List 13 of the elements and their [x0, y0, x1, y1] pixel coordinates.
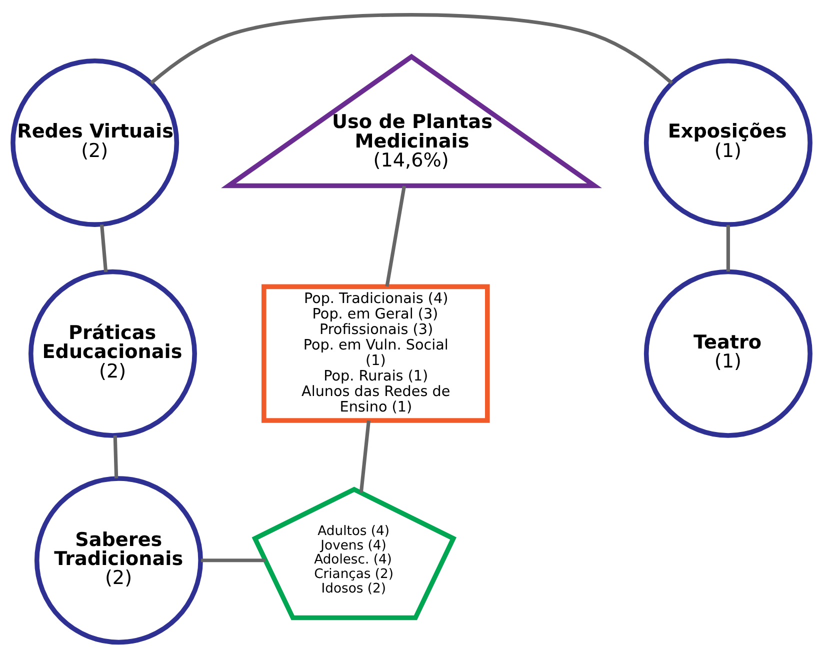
connector [100, 224, 108, 272]
connector [150, 13, 674, 85]
connector [201, 558, 266, 562]
connector [726, 225, 730, 272]
node-circle: Redes Virtuais (2) [10, 58, 180, 227]
node-box: Pop. Tradicionais (4) Pop. em Geral (3) Profissionais (3) Pop. em Vuln. Social (1) Pop. Rurais (1) Alunos das Redes de Ensino (1) [262, 284, 490, 423]
node-circle: Saberes Tradicionais (2) [34, 476, 203, 645]
node-circle: Exposições (1) [644, 58, 812, 227]
connector [113, 436, 118, 478]
node-circle: Práticas Educacionais (2) [28, 269, 197, 438]
node-circle: Teatro (1) [644, 269, 812, 438]
connector [359, 420, 371, 493]
connector [385, 186, 406, 287]
